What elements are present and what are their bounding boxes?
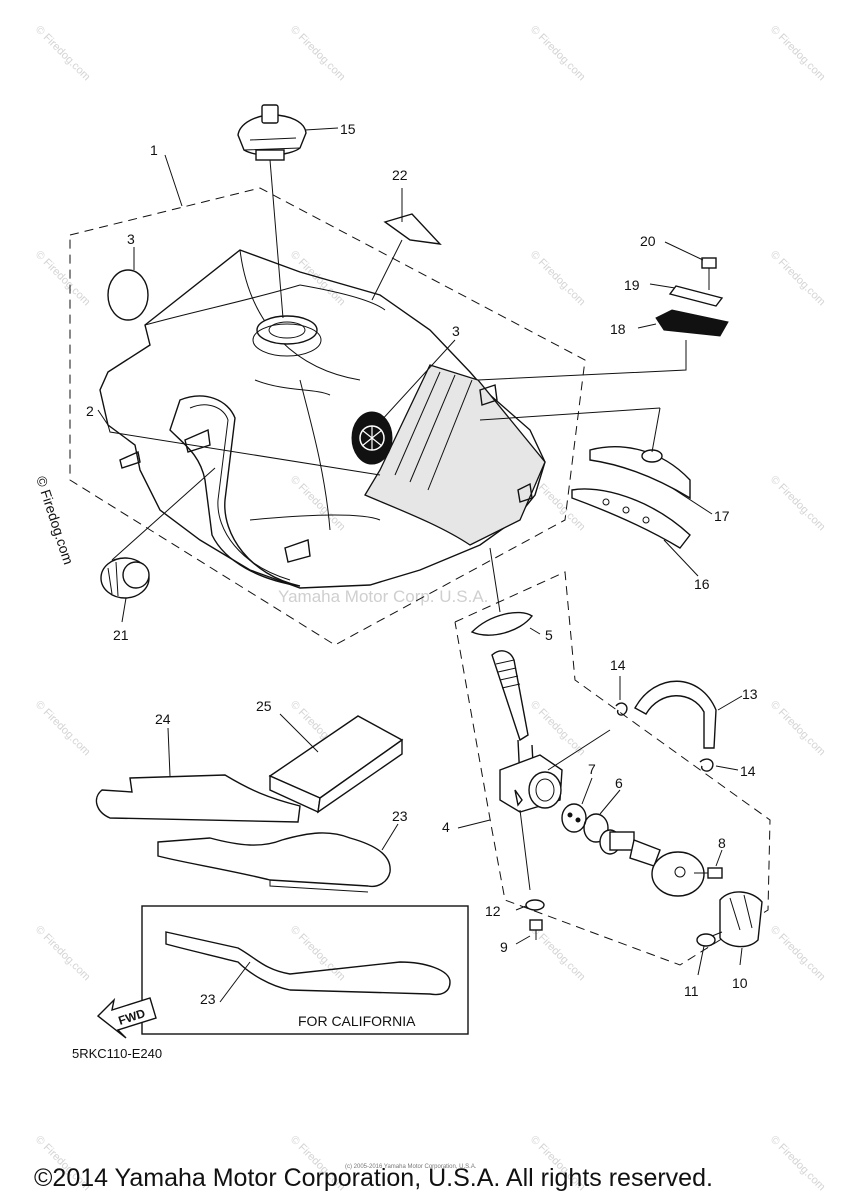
california-inset [141, 905, 469, 1035]
callout-7: 7 [588, 761, 596, 777]
fwd-arrow: FWD [96, 997, 157, 1039]
valve-body [599, 829, 661, 867]
watermark: © Firedog.com [528, 249, 588, 309]
collar-19 [668, 285, 724, 307]
screw-11 [696, 931, 723, 947]
o-ring-6 [583, 813, 609, 843]
copyright-notice: ©2014 Yamaha Motor Corporation, U.S.A. A… [34, 1164, 713, 1192]
watermark: © Firedog.com [288, 24, 348, 84]
pad-23-california [165, 931, 451, 996]
callout-19: 19 [624, 277, 640, 293]
watermark: © Firedog.com [528, 924, 588, 984]
grommet-21 [100, 557, 150, 599]
clip-14-lower [699, 758, 714, 772]
callout-21: 21 [113, 627, 129, 643]
lever-plate [651, 851, 705, 897]
watermark: © Firedog.com [33, 924, 93, 984]
fuel-cock [491, 650, 563, 813]
callout-25: 25 [256, 698, 272, 714]
watermark: © Firedog.com [768, 1134, 828, 1194]
watermark: © Firedog.com [768, 249, 828, 309]
bolt-20 [701, 257, 717, 290]
pad-23 [157, 832, 391, 888]
fuel-cock-assembly-boundary [454, 571, 771, 966]
callout-10: 10 [732, 975, 748, 991]
callout-23: 23 [200, 991, 216, 1007]
screw-8 [694, 867, 723, 879]
callout-14: 14 [610, 657, 626, 673]
decal-3-left [107, 269, 149, 321]
callout-3: 3 [452, 323, 460, 339]
washer-12 [525, 899, 545, 911]
callouts: 1 2 3 3 4 5 6 7 8 9 10 11 12 13 14 14 15… [86, 121, 758, 1007]
callout-14: 14 [740, 763, 756, 779]
watermark: © Firedog.com [768, 699, 828, 759]
fuel-hose-13 [634, 680, 717, 749]
screw-9 [529, 919, 543, 940]
clip-14-upper [615, 702, 628, 716]
watermark: © Firedog.com [768, 474, 828, 534]
fine-print: (c) 2005-2016 Yamaha Motor Corporation, … [345, 1164, 477, 1170]
diagram-code: 5RKC110-E240 [72, 1046, 162, 1061]
callout-1: 1 [150, 142, 158, 158]
watermark: © Firedog.com [288, 474, 348, 534]
fuel-cap [237, 104, 307, 161]
fuel-tank [99, 249, 546, 589]
callout-22: 22 [392, 167, 408, 183]
pad-24 [95, 774, 301, 823]
callout-23: 23 [392, 808, 408, 824]
bracket-16 [571, 488, 691, 549]
callout-3: 3 [127, 231, 135, 247]
watermark-center: Yamaha Motor Corp. U.S.A. [278, 587, 488, 606]
pad-25 [268, 715, 404, 814]
callout-17: 17 [714, 508, 730, 524]
watermark: © Firedog.com [288, 249, 348, 309]
watermark: © Firedog.com [768, 24, 828, 84]
watermark: © Firedog.com [33, 24, 93, 84]
bracket-17 [589, 446, 691, 500]
callout-24: 24 [155, 711, 171, 727]
watermark: © Firedog.com [33, 699, 93, 759]
gasket-5 [470, 611, 534, 636]
callout-12: 12 [485, 903, 501, 919]
knob-10 [719, 891, 763, 948]
watermark: © Firedog.com [33, 249, 93, 309]
callout-16: 16 [694, 576, 710, 592]
california-label: FOR CALIFORNIA [298, 1013, 416, 1029]
watermark: © Firedog.com [288, 924, 348, 984]
watermark-dark: © Firedog.com [33, 474, 77, 566]
callout-9: 9 [500, 939, 508, 955]
callout-18: 18 [610, 321, 626, 337]
callout-8: 8 [718, 835, 726, 851]
watermark: © Firedog.com [528, 699, 588, 759]
callout-11: 11 [684, 983, 699, 999]
callout-4: 4 [442, 819, 450, 835]
callout-13: 13 [742, 686, 758, 702]
tank-assembly-boundary [69, 187, 586, 646]
filter-7 [561, 803, 587, 833]
watermark: © Firedog.com [528, 24, 588, 84]
callout-5: 5 [545, 627, 553, 643]
callout-6: 6 [615, 775, 623, 791]
callout-15: 15 [340, 121, 356, 137]
watermark: © Firedog.com [768, 924, 828, 984]
tank-pad [383, 213, 442, 245]
callout-20: 20 [640, 233, 656, 249]
callout-2: 2 [86, 403, 94, 419]
damper-18 [655, 309, 729, 337]
